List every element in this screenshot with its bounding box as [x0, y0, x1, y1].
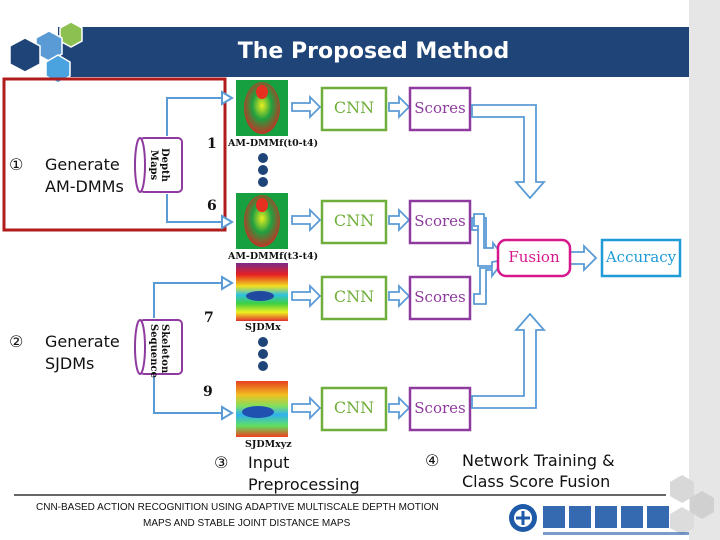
scores-label-2: Scores: [414, 212, 466, 230]
right-decorative-strip: [689, 0, 720, 540]
page-title: The Proposed Method: [237, 39, 510, 64]
fusion-label: Fusion: [508, 248, 560, 266]
am-dmm-caption-6: AM-DMMf(t3-t4): [228, 251, 319, 262]
skeleton-sequence-label: Skeleton Sequence: [148, 324, 170, 378]
sjdm-image-7: [236, 263, 288, 321]
scores-boxes: [408, 86, 472, 432]
step3-line1: Input: [248, 453, 290, 472]
step1-marker: ①: [9, 155, 24, 174]
am-dmm-caption-1: AM-DMMf(t0-t4): [228, 138, 319, 149]
input-arrows: [153, 90, 234, 421]
hexagon-decoration-bottom-icon: [670, 475, 714, 535]
step3-line2: Preprocessing: [248, 475, 360, 494]
accuracy-box: [600, 238, 682, 278]
map-number-6: 6: [207, 198, 217, 214]
step1-line1: Generate: [45, 155, 120, 174]
chain-dots: [258, 153, 268, 371]
step1-highlight-box: [2, 77, 227, 232]
map-number-7: 7: [204, 310, 214, 326]
am-dmm-image-1: [236, 80, 288, 136]
am-dmm-image-6: [236, 193, 288, 249]
hexagon-decoration-icon: [9, 21, 83, 84]
footer-line2: MAPS AND STABLE JOINT DISTANCE MAPS: [143, 518, 351, 529]
sjdm-caption-9: SJDMxyz: [245, 439, 292, 450]
sjdm-image-9: [236, 381, 288, 437]
step4-line2: Class Score Fusion: [462, 472, 611, 491]
map-number-9: 9: [203, 384, 213, 400]
cnn-label-2: CNN: [333, 211, 375, 230]
step2-line2: SJDMs: [45, 354, 95, 373]
step1-line2: AM-DMMs: [45, 177, 124, 196]
step3-marker: ③: [214, 453, 229, 472]
map-number-1: 1: [207, 136, 217, 152]
footer-line1: CNN-BASED ACTION RECOGNITION USING ADAPT…: [36, 502, 439, 513]
fusion-box: [496, 238, 572, 278]
cnn-label-4: CNN: [333, 398, 375, 417]
sjdm-caption-7: SJDMx: [245, 322, 281, 333]
step4-marker: ④: [425, 451, 440, 470]
title-bar: [58, 27, 689, 77]
skeleton-sequence-cylinder-icon: [134, 319, 183, 375]
depth-maps-label: Depth Maps: [148, 148, 170, 182]
step4-line1: Network Training &: [462, 451, 615, 470]
cnn-boxes: [320, 86, 388, 432]
scores-label-1: Scores: [414, 99, 466, 117]
university-emblem-icon: [509, 504, 689, 535]
step2-line1: Generate: [45, 332, 120, 351]
depth-maps-cylinder-icon: [134, 137, 183, 193]
cnn-label-1: CNN: [333, 98, 375, 117]
accuracy-label: Accuracy: [605, 248, 677, 266]
cnn-label-3: CNN: [333, 287, 375, 306]
flow-arrows: [291, 94, 411, 421]
scores-label-3: Scores: [414, 288, 466, 306]
scores-label-4: Scores: [414, 399, 466, 417]
step2-marker: ②: [9, 332, 24, 351]
